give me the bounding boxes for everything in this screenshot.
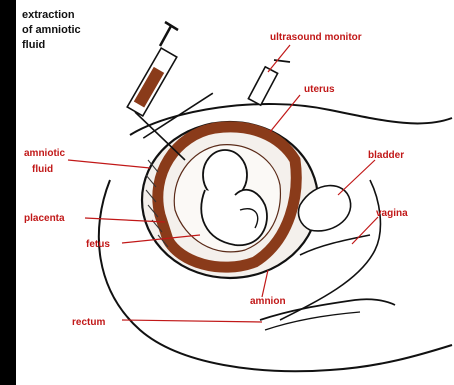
svg-text:fluid: fluid <box>32 164 53 175</box>
label-vagina: vagina <box>376 208 408 219</box>
label-bladder: bladder <box>368 150 404 161</box>
ultrasound-probe <box>248 60 290 105</box>
label-ultrasound-monitor: ultrasound monitor <box>270 32 362 43</box>
label-placenta: placenta <box>24 213 65 224</box>
label-amnion: amnion <box>250 296 286 307</box>
abdomen-outline <box>130 104 452 135</box>
svg-text:of amniotic: of amniotic <box>22 24 81 36</box>
label-rectum: rectum <box>72 317 105 328</box>
label-extraction: extraction of amniotic fluid <box>22 9 81 51</box>
label-fetus: fetus <box>86 239 110 250</box>
svg-text:extraction: extraction <box>22 9 75 21</box>
label-amniotic-fluid: amniotic fluid <box>24 148 66 175</box>
svg-text:fluid: fluid <box>22 39 45 51</box>
vagina <box>300 235 370 255</box>
svg-text:amniotic: amniotic <box>24 148 66 159</box>
label-uterus: uterus <box>304 84 335 95</box>
